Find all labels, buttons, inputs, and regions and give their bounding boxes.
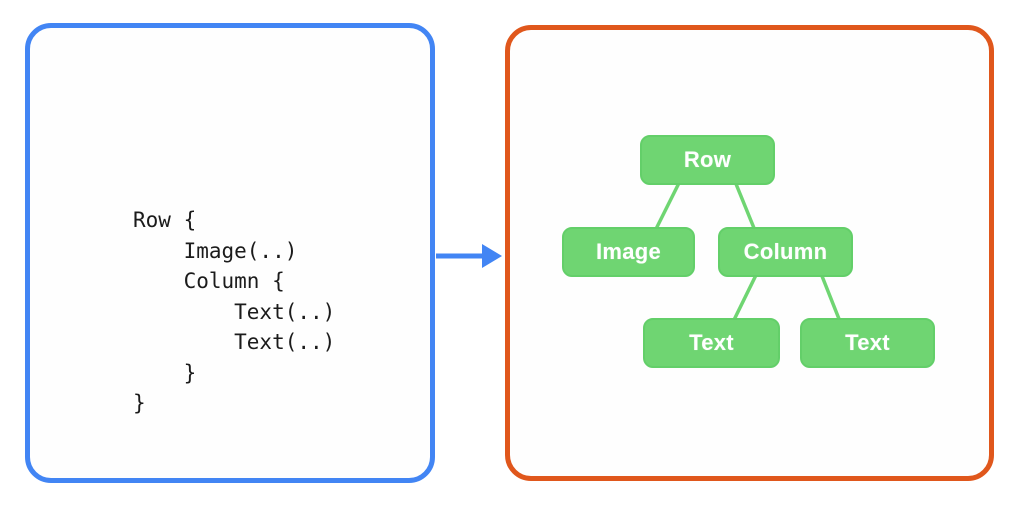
arrow-right-icon — [436, 244, 502, 268]
tree-panel: Row Image Column Text Text — [505, 25, 994, 481]
code-panel: Row { Image(..) Column { Text(..) Text(.… — [25, 23, 435, 483]
tree-node-image: Image — [562, 227, 695, 277]
code-line: Row { — [133, 208, 197, 232]
edge-column-text2 — [818, 270, 843, 325]
code-line: Text(..) — [133, 299, 336, 324]
tree-edges — [652, 178, 843, 325]
tree-node-text-2: Text — [800, 318, 935, 368]
tree-node-column: Column — [718, 227, 853, 277]
edge-row-column — [732, 178, 758, 234]
code-line: } — [133, 391, 146, 415]
edge-row-image — [652, 178, 683, 234]
code-line: Text(..) — [133, 330, 336, 354]
code-line: } — [133, 360, 197, 385]
code-line: Image(..) — [133, 238, 298, 263]
edge-column-text1 — [730, 270, 760, 325]
code-block: Row { Image(..) Column { Text(..) Text(.… — [133, 205, 335, 419]
code-line: Column { — [133, 269, 285, 293]
tree-node-text-1: Text — [643, 318, 780, 368]
tree-node-row: Row — [640, 135, 775, 185]
